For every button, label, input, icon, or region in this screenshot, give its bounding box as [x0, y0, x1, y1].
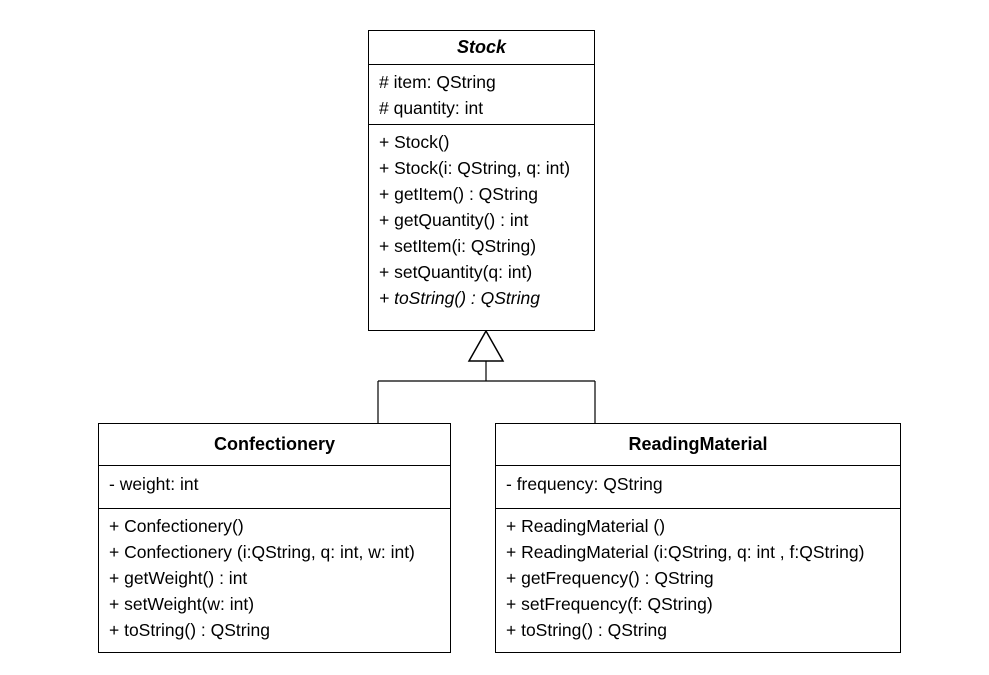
- attributes-reading-material: - frequency: QString: [496, 466, 900, 509]
- attribute-weight: - weight: int: [109, 474, 199, 494]
- operation-set-quantity: + setQuantity(q: int): [379, 262, 533, 282]
- operations-stock: + Stock() + Stock(i: QString, q: int) + …: [369, 125, 594, 311]
- attributes-stock: # item: QString # quantity: int: [369, 65, 594, 125]
- operation-to-string-abstract: + toString() : QString: [379, 288, 540, 308]
- operation-confectionery-to-string: + toString() : QString: [109, 620, 270, 640]
- attribute-frequency: - frequency: QString: [506, 474, 663, 494]
- operation-get-frequency: + getFrequency() : QString: [506, 568, 714, 588]
- class-confectionery: Confectionery - weight: int + Confection…: [98, 423, 451, 653]
- operation-stock-default-ctor: + Stock(): [379, 132, 450, 152]
- operations-confectionery: + Confectionery() + Confectionery (i:QSt…: [99, 509, 450, 643]
- operation-set-frequency: + setFrequency(f: QString): [506, 594, 713, 614]
- attributes-confectionery: - weight: int: [99, 466, 450, 509]
- operation-stock-param-ctor: + Stock(i: QString, q: int): [379, 158, 571, 178]
- attribute-quantity: # quantity: int: [379, 98, 484, 118]
- inheritance-arrowhead: [467, 329, 505, 362]
- class-stock: Stock # item: QString # quantity: int + …: [368, 30, 595, 331]
- class-reading-material: ReadingMaterial - frequency: QString + R…: [495, 423, 901, 653]
- operation-get-weight: + getWeight() : int: [109, 568, 248, 588]
- operation-reading-material-to-string: + toString() : QString: [506, 620, 667, 640]
- operation-set-item: + setItem(i: QString): [379, 236, 537, 256]
- operation-reading-material-default-ctor: + ReadingMaterial (): [506, 516, 666, 536]
- operation-confectionery-param-ctor: + Confectionery (i:QString, q: int, w: i…: [109, 542, 415, 562]
- class-name-reading-material: ReadingMaterial: [496, 424, 900, 466]
- class-name-confectionery: Confectionery: [99, 424, 450, 466]
- operation-get-quantity: + getQuantity() : int: [379, 210, 529, 230]
- operation-reading-material-param-ctor: + ReadingMaterial (i:QString, q: int , f…: [506, 542, 865, 562]
- operation-get-item: + getItem() : QString: [379, 184, 539, 204]
- operation-confectionery-default-ctor: + Confectionery(): [109, 516, 244, 536]
- attribute-item: # item: QString: [379, 72, 496, 92]
- class-name-stock: Stock: [369, 31, 594, 65]
- operations-reading-material: + ReadingMaterial () + ReadingMaterial (…: [496, 509, 900, 643]
- operation-set-weight: + setWeight(w: int): [109, 594, 255, 614]
